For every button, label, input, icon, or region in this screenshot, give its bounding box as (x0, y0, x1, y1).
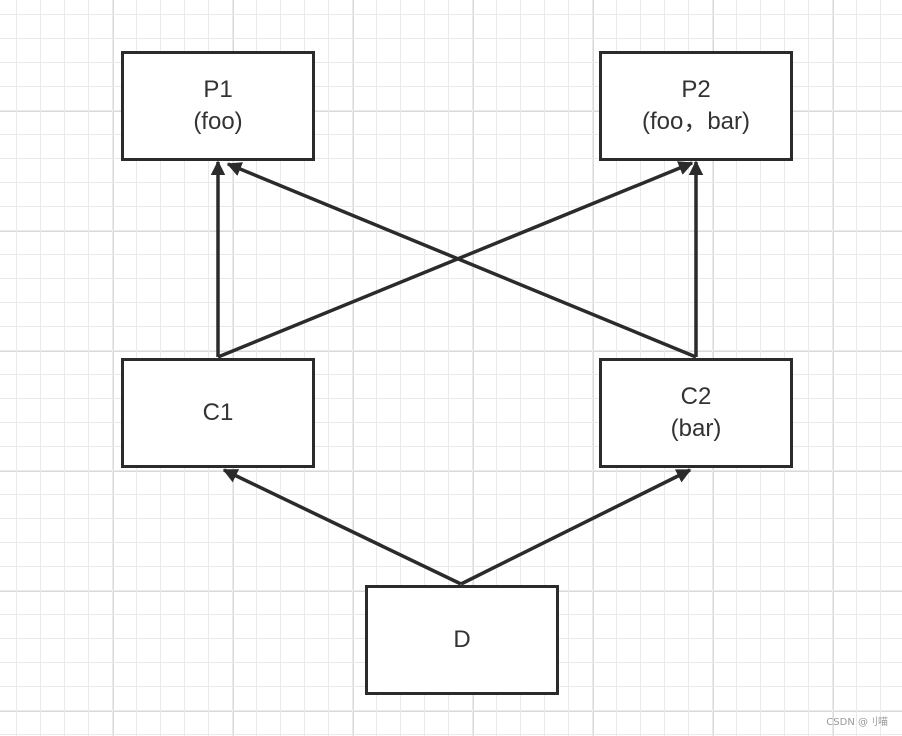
edge-c2-p1 (226, 162, 697, 359)
node-c1[interactable]: C1 (121, 358, 315, 468)
edge-d-c2 (460, 468, 692, 586)
edge-d-c1 (222, 468, 462, 586)
node-c2-sublabel: (bar) (670, 415, 722, 442)
node-d[interactable]: D (365, 585, 559, 695)
node-p2-sublabel: (foo，bar) (641, 108, 751, 135)
node-d-label: D (453, 626, 471, 653)
watermark: CSDN @刂喵 (826, 717, 888, 728)
node-p1[interactable]: P1 (foo) (121, 51, 315, 161)
node-p1-sublabel: (foo) (193, 108, 243, 135)
node-p1-label: P1 (203, 76, 233, 103)
node-p2[interactable]: P2 (foo，bar) (599, 51, 793, 161)
node-c2[interactable]: C2 (bar) (599, 358, 793, 468)
edge-c1-p2 (217, 161, 694, 359)
node-c2-label: C2 (680, 383, 712, 410)
node-p2-label: P2 (681, 76, 711, 103)
node-c1-label: C1 (202, 399, 234, 426)
